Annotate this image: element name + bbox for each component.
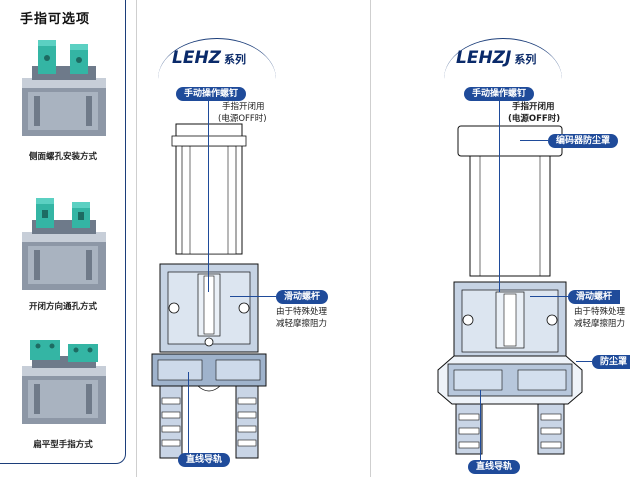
divider-left [136, 0, 137, 477]
lehz-slide-screw-label: 滑动螺杆 [276, 290, 329, 304]
lehz-manual-note-2: (电源OFF时) [218, 114, 267, 124]
option-caption-side-tapped: 侧面螺孔安装方式 [28, 152, 97, 162]
lehzj-slide-note-2: 减轻摩擦阻力 [574, 319, 626, 329]
lehzj-manual-note-1: 手指开闭用 [512, 102, 555, 112]
lehz-manual-note-1: 手指开闭用 [222, 102, 265, 112]
lehzj-slide-screw-leader [530, 296, 568, 297]
lehzj-manual-screw-label: 手动操作螺钉 [464, 87, 535, 101]
lehz-manual-screw-leader [208, 100, 209, 292]
lehzj-dust-cover-label: 防尘罩 [592, 355, 630, 369]
lehzj-manual-note-2: (电源OFF时) [508, 114, 561, 124]
lehz-model: LEHZ [172, 48, 221, 68]
lehzj-slide-note-1: 由于特殊处理 [574, 307, 626, 317]
lehz-slide-screw-leader [230, 296, 276, 297]
lehz-slide-note-2: 减轻摩擦阻力 [276, 319, 328, 329]
lehzj-encoder-cover-label: 编码器防尘罩 [548, 134, 619, 148]
lehzj-manual-screw-leader [499, 100, 500, 292]
lehz-slide-note-1: 由于特殊处理 [276, 307, 328, 317]
lehzj-gripper-drawing [437, 125, 583, 455]
side-tapped-finger-image [22, 40, 106, 136]
lehzj-title-arc [444, 38, 562, 79]
lehzj-linear-guide-label: 直线导轨 [468, 460, 521, 474]
through-hole-finger-image [22, 198, 106, 290]
lehz-title-arc [158, 38, 276, 79]
finger-options-title: 手指可选项 [20, 12, 91, 27]
lehzj-series-suffix: 系列 [514, 53, 537, 66]
lehzj-dust-cover-leader [576, 361, 592, 362]
flat-finger-image [22, 340, 106, 424]
option-caption-through-hole: 开闭方向通孔方式 [28, 302, 97, 312]
lehzj-slide-screw-label: 滑动螺杆 [568, 290, 621, 304]
lehz-manual-screw-label: 手动操作螺钉 [176, 87, 247, 101]
divider-middle [370, 0, 371, 477]
lehzj-linear-guide-leader [480, 390, 481, 460]
lehz-linear-guide-leader [188, 372, 189, 453]
lehzj-model: LEHZJ [456, 48, 512, 68]
lehz-series-suffix: 系列 [224, 53, 246, 66]
lehz-linear-guide-label: 直线导轨 [178, 453, 231, 467]
lehzj-encoder-cover-leader [520, 140, 548, 141]
option-caption-flat-finger: 扁平型手指方式 [33, 440, 93, 450]
lehz-gripper-drawing [151, 123, 267, 459]
